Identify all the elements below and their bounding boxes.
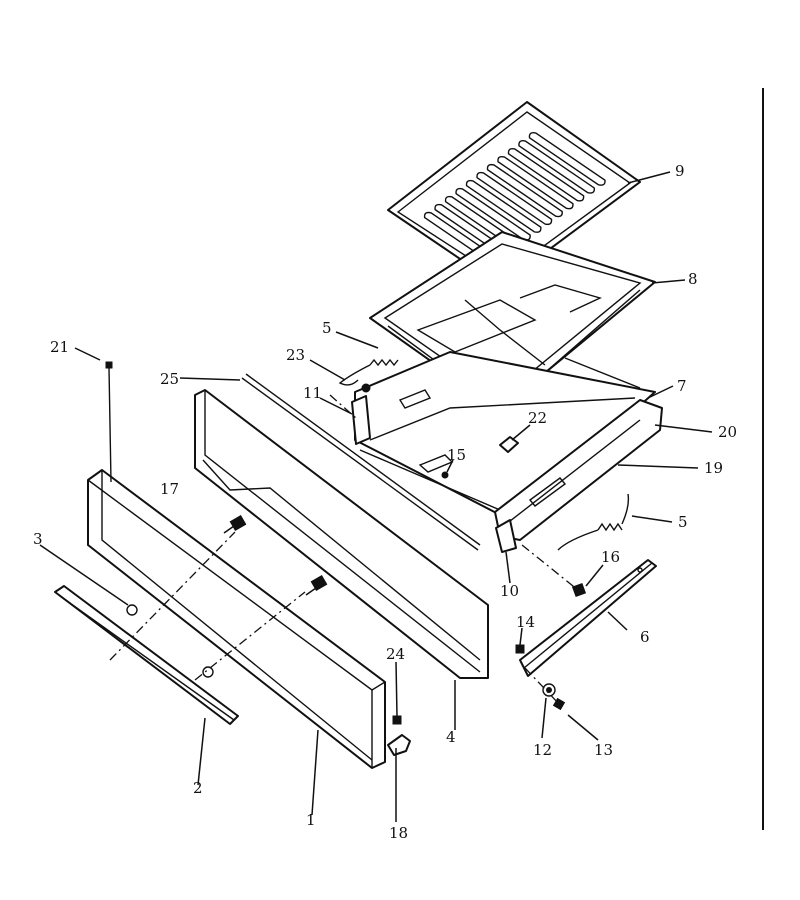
callout-24: 24 — [386, 645, 405, 663]
screw-part — [441, 471, 449, 479]
callout-18: 18 — [389, 824, 408, 842]
washer-12-part — [542, 683, 556, 697]
screw-14-part — [515, 644, 525, 654]
knob-17-part — [223, 514, 247, 534]
nut-13-part — [552, 697, 566, 711]
callout-13: 13 — [594, 741, 613, 759]
callout-23: 23 — [286, 346, 305, 364]
callout-2: 2 — [193, 779, 203, 797]
callout-6: 6 — [640, 628, 650, 646]
lower-spring-part — [557, 493, 630, 551]
callout-9: 9 — [675, 162, 685, 180]
screw-24-part — [392, 715, 402, 725]
bracket-18-part — [387, 734, 411, 756]
inner-panel-part — [194, 389, 489, 679]
callout-19: 19 — [704, 459, 723, 477]
callout-15: 15 — [447, 446, 466, 464]
grid-slot — [465, 179, 542, 233]
slide-rail-part — [519, 559, 657, 677]
callout-14: 14 — [516, 613, 535, 631]
callout-1: 1 — [306, 811, 316, 829]
screw-16-part — [571, 582, 587, 598]
grid-slot — [518, 140, 596, 194]
callout-25: 25 — [160, 370, 179, 388]
right-bracket-part — [495, 519, 517, 553]
clip-part — [499, 436, 519, 453]
upper-spring-part — [338, 358, 399, 386]
grid-slot — [476, 171, 553, 226]
grommet-3-part — [126, 604, 214, 678]
grid-slot — [486, 163, 563, 218]
drawer-panel-part — [87, 469, 386, 769]
callout-5-upper: 5 — [322, 319, 332, 337]
callout-5-lower: 5 — [678, 513, 688, 531]
callout-8: 8 — [688, 270, 698, 288]
callout-12: 12 — [533, 741, 552, 759]
callout-21: 21 — [50, 338, 69, 356]
rod-part — [241, 373, 481, 551]
bolt-part — [361, 383, 371, 393]
grid-slot — [497, 155, 574, 210]
grid-slot — [507, 147, 585, 202]
leader-lines — [39, 171, 713, 822]
callout-20: 20 — [718, 423, 737, 441]
callout-17: 17 — [160, 480, 179, 498]
callout-11: 11 — [303, 384, 322, 402]
callout-10: 10 — [500, 582, 519, 600]
screw-21-part — [105, 361, 113, 483]
trim-strip-part — [54, 585, 239, 725]
callout-4: 4 — [446, 728, 456, 746]
callout-16: 16 — [601, 548, 620, 566]
left-bracket-part — [351, 395, 371, 445]
grid-slot — [528, 132, 606, 186]
callout-labels: 9 8 5 23 21 25 11 7 22 20 15 19 17 5 3 1… — [33, 162, 737, 842]
callout-7: 7 — [677, 377, 687, 395]
callout-22: 22 — [528, 409, 547, 427]
callout-3: 3 — [33, 530, 43, 548]
knob-center-part — [305, 574, 328, 596]
